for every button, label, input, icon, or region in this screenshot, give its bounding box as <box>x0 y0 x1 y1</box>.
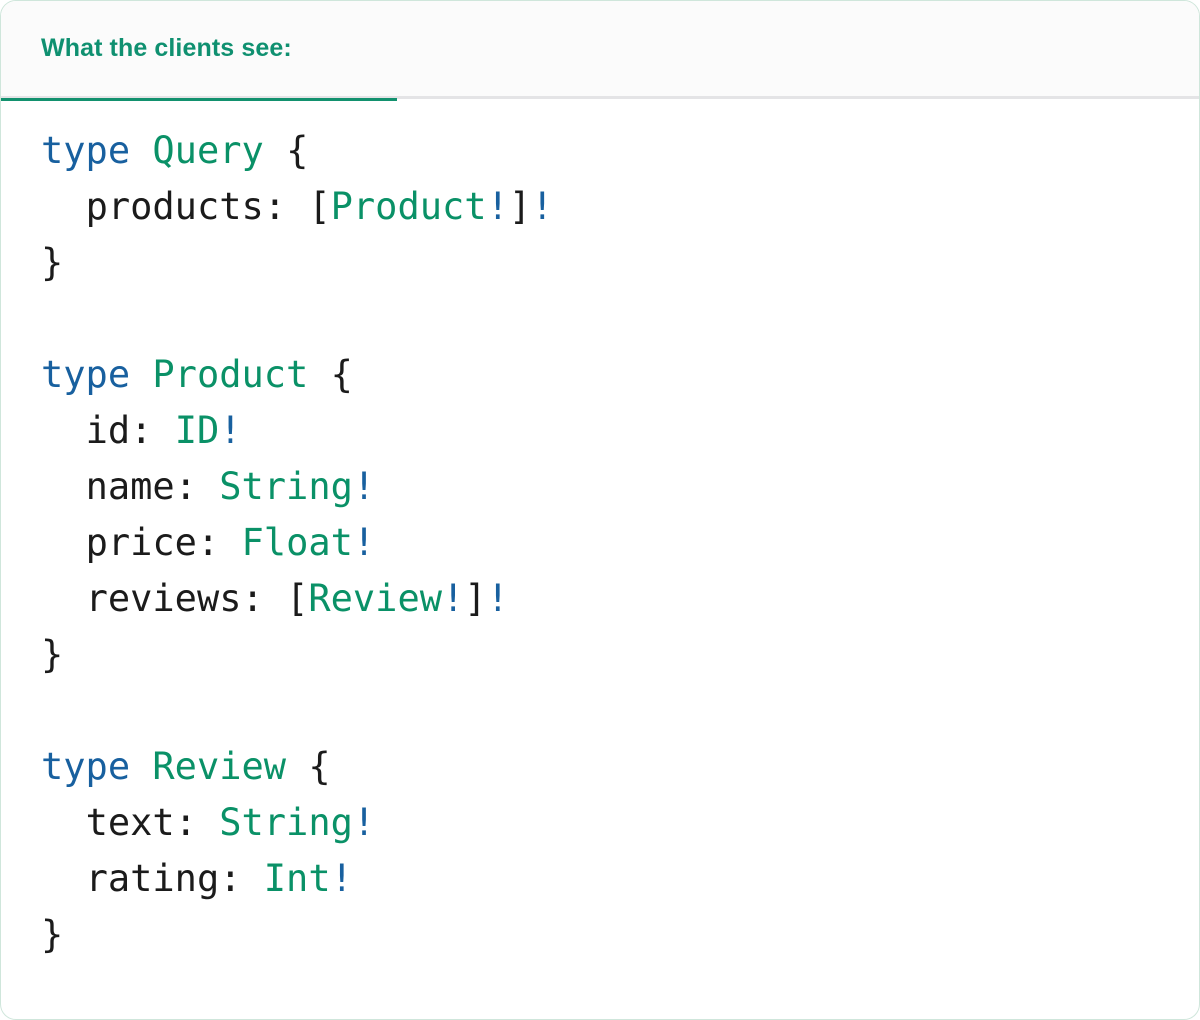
code-line-blank-1 <box>41 291 1159 347</box>
token-punct: : <box>196 521 242 564</box>
token-field: name <box>85 465 175 508</box>
token-plain <box>41 465 86 508</box>
token-type: Review <box>308 577 442 620</box>
card-header: What the clients see: <box>1 1 1199 101</box>
code-line-product-reviews: reviews: [Review!]! <box>41 571 1159 627</box>
token-bang: ! <box>352 801 376 844</box>
token-punct: } <box>41 913 64 956</box>
token-field: text <box>85 801 175 844</box>
code-line-query-close: } <box>41 235 1159 291</box>
tab-what-the-clients-see[interactable]: What the clients see: <box>1 1 397 101</box>
code-line-product-id: id: ID! <box>41 403 1159 459</box>
token-bang: ! <box>442 577 465 620</box>
token-field: price <box>85 521 197 564</box>
code-line-review-text: text: String! <box>41 795 1159 851</box>
token-plain <box>41 577 86 620</box>
token-punct: [ <box>286 577 309 620</box>
token-punct: : <box>174 465 220 508</box>
token-bang: ! <box>219 409 242 452</box>
token-bang: ! <box>531 185 554 228</box>
token-bang: ! <box>486 577 509 620</box>
token-punct: : <box>130 409 175 452</box>
token-punct: : <box>219 857 264 900</box>
token-plain <box>41 857 86 900</box>
token-field: products <box>85 185 264 228</box>
token-type: Query <box>152 129 264 172</box>
code-line-product-name: name: String! <box>41 459 1159 515</box>
token-type: String <box>219 465 353 508</box>
code-line-blank-2 <box>41 683 1159 739</box>
token-punct: } <box>41 633 64 676</box>
token-field: rating <box>85 857 220 900</box>
code-line-product-close: } <box>41 627 1159 683</box>
token-type: String <box>219 801 353 844</box>
token-punct: : <box>174 801 220 844</box>
token-punct: : <box>241 577 287 620</box>
code-body: type Query { products: [Product!]!} type… <box>1 99 1199 1003</box>
token-field: id <box>85 409 131 452</box>
code-line-query-products: products: [Product!]! <box>41 179 1159 235</box>
code-line-query-open: type Query { <box>41 123 1159 179</box>
graphql-schema-code[interactable]: type Query { products: [Product!]!} type… <box>41 123 1159 963</box>
token-plain <box>41 521 86 564</box>
token-punct: ] <box>464 577 487 620</box>
token-plain <box>308 353 330 396</box>
token-type: Product <box>330 185 487 228</box>
token-punct: ] <box>508 185 532 228</box>
token-plain <box>130 353 152 396</box>
token-plain <box>41 409 86 452</box>
token-bang: ! <box>352 465 376 508</box>
token-keyword: type <box>41 745 131 788</box>
token-punct: { <box>308 745 331 788</box>
token-type: Float <box>241 521 353 564</box>
token-plain <box>286 745 308 788</box>
code-line-review-open: type Review { <box>41 739 1159 795</box>
code-line-review-close: } <box>41 907 1159 963</box>
token-keyword: type <box>41 353 131 396</box>
token-bang: ! <box>330 857 353 900</box>
code-line-review-rating: rating: Int! <box>41 851 1159 907</box>
token-plain <box>41 801 86 844</box>
code-line-product-price: price: Float! <box>41 515 1159 571</box>
token-bang: ! <box>486 185 509 228</box>
token-punct: { <box>286 129 309 172</box>
token-type: Product <box>152 353 309 396</box>
token-plain <box>130 129 152 172</box>
token-punct: : <box>263 185 309 228</box>
token-bang: ! <box>352 521 376 564</box>
token-type: Int <box>263 857 331 900</box>
token-plain <box>264 129 286 172</box>
token-punct: } <box>41 241 64 284</box>
token-punct: [ <box>308 185 331 228</box>
token-plain <box>41 185 86 228</box>
token-type: ID <box>174 409 220 452</box>
tab-label: What the clients see: <box>41 34 292 62</box>
token-keyword: type <box>41 129 131 172</box>
token-type: Review <box>152 745 287 788</box>
code-line-product-open: type Product { <box>41 347 1159 403</box>
token-field: reviews <box>85 577 242 620</box>
token-punct: { <box>330 353 353 396</box>
token-plain <box>130 745 152 788</box>
